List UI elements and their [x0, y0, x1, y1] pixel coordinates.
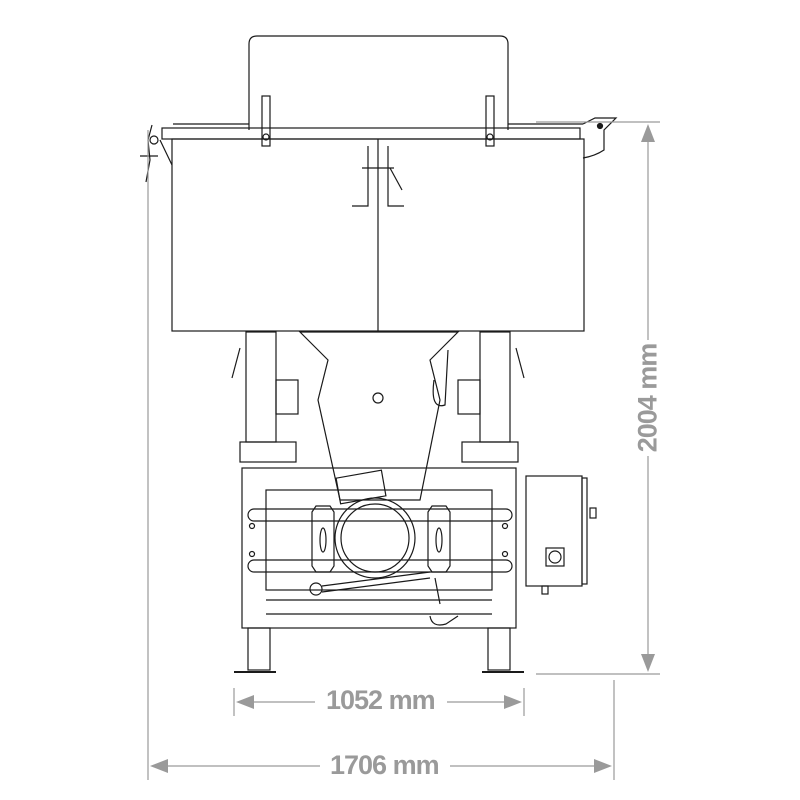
column-left	[245, 331, 277, 443]
base-frame	[241, 467, 517, 629]
motor	[334, 497, 416, 579]
inner-width-label: 1052 mm	[326, 685, 436, 715]
clamp-right	[461, 441, 519, 463]
discharge-plate	[298, 331, 460, 501]
overall-height-label: 2004 mm	[632, 343, 663, 453]
drum-handles	[352, 146, 404, 207]
motor-box	[335, 469, 387, 505]
rail-bottom	[247, 559, 513, 573]
switch	[545, 547, 565, 567]
cover-bracket-right	[485, 95, 495, 147]
rail-top	[247, 508, 513, 522]
leg-right	[487, 627, 511, 671]
leg-left	[247, 627, 271, 671]
top-rim	[161, 127, 581, 140]
clamp-left	[239, 441, 297, 463]
cover-bracket-left	[261, 95, 271, 147]
control-box	[525, 475, 583, 587]
overall-width-label: 1706 mm	[330, 750, 440, 780]
column-right	[479, 331, 511, 443]
top-cover	[248, 35, 509, 130]
left-latch	[140, 124, 173, 183]
